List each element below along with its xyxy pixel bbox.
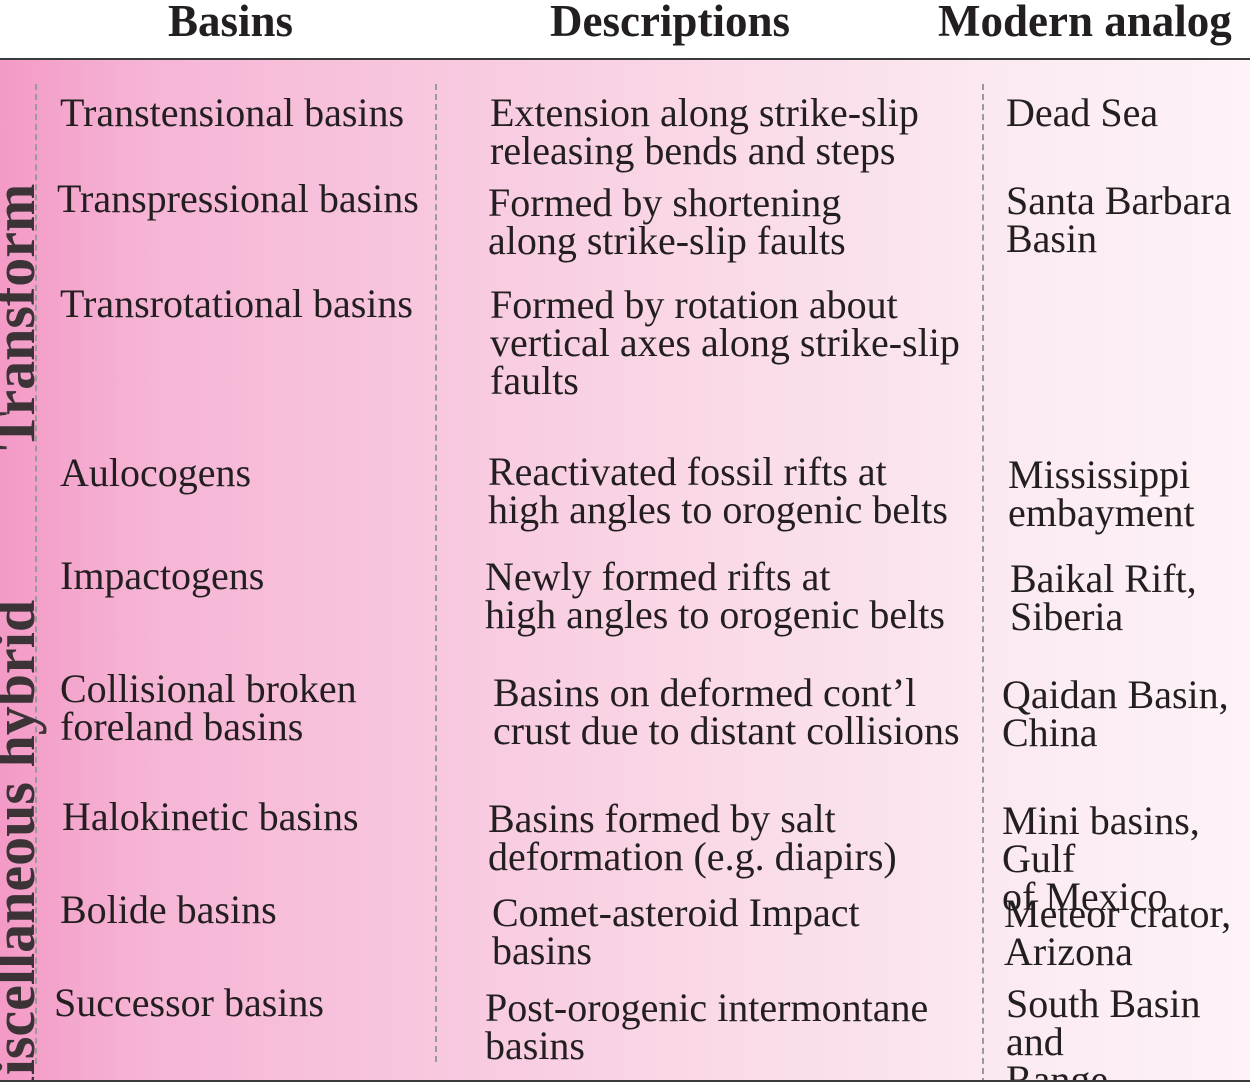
basin-cell: Aulocogens (60, 450, 252, 495)
header-descriptions: Descriptions (550, 0, 790, 46)
description-cell: Comet-asteroid Impact basins (492, 890, 860, 973)
header-modern-analog: Modern analog (938, 0, 1232, 46)
description-cell: Basins on deformed cont’l crust due to d… (493, 670, 960, 753)
table-header: Basins Descriptions Modern analog (0, 0, 1250, 58)
basin-cell: Successor basins (54, 980, 324, 1025)
description-cell: Basins formed by salt deformation (e.g. … (488, 796, 897, 879)
column-divider-2 (435, 84, 437, 1062)
group-label-hybrid: Miscellaneous hybrid (0, 599, 47, 1080)
column-divider-3 (982, 84, 984, 1080)
basin-cell: Impactogens (60, 553, 265, 598)
analog-cell: Mississippi embayment (1008, 452, 1195, 535)
basin-cell: Collisional broken foreland basins (60, 666, 357, 749)
analog-cell: Santa Barbara Basin (1006, 178, 1232, 261)
description-cell: Newly formed rifts at high angles to oro… (485, 554, 945, 637)
basin-cell: Bolide basins (60, 887, 277, 932)
column-divider-1 (35, 84, 37, 1064)
header-basins: Basins (168, 0, 294, 46)
table-body: Transform Miscellaneous hybrid Transtens… (0, 60, 1250, 1080)
analog-cell: Baikal Rift, Siberia (1010, 556, 1197, 639)
description-cell: Post-orogenic intermontane basins (485, 985, 929, 1068)
analog-cell: Qaidan Basin, China (1002, 672, 1229, 755)
description-cell: Formed by rotation about vertical axes a… (490, 282, 960, 403)
description-cell: Extension along strike-slip releasing be… (490, 90, 919, 173)
analog-cell: South Basin and Range, Arizona (1006, 981, 1201, 1081)
basin-cell: Transtensional basins (60, 90, 405, 135)
analog-cell: Dead Sea (1006, 90, 1159, 135)
description-cell: Reactivated fossil rifts at high angles … (488, 449, 948, 532)
group-label-transform: Transform (0, 183, 47, 450)
analog-cell: Meteor crator, Arizona (1004, 891, 1232, 974)
basin-cell: Transpressional basins (57, 176, 419, 221)
analog-cell: Mini basins, Gulf of Mexico (1002, 798, 1200, 919)
top-rule (0, 58, 1250, 60)
basin-cell: Transrotational basins (60, 281, 413, 326)
bottom-rule (0, 1080, 1250, 1082)
description-cell: Formed by shortening along strike-slip f… (488, 180, 846, 263)
basin-cell: Halokinetic basins (62, 794, 359, 839)
